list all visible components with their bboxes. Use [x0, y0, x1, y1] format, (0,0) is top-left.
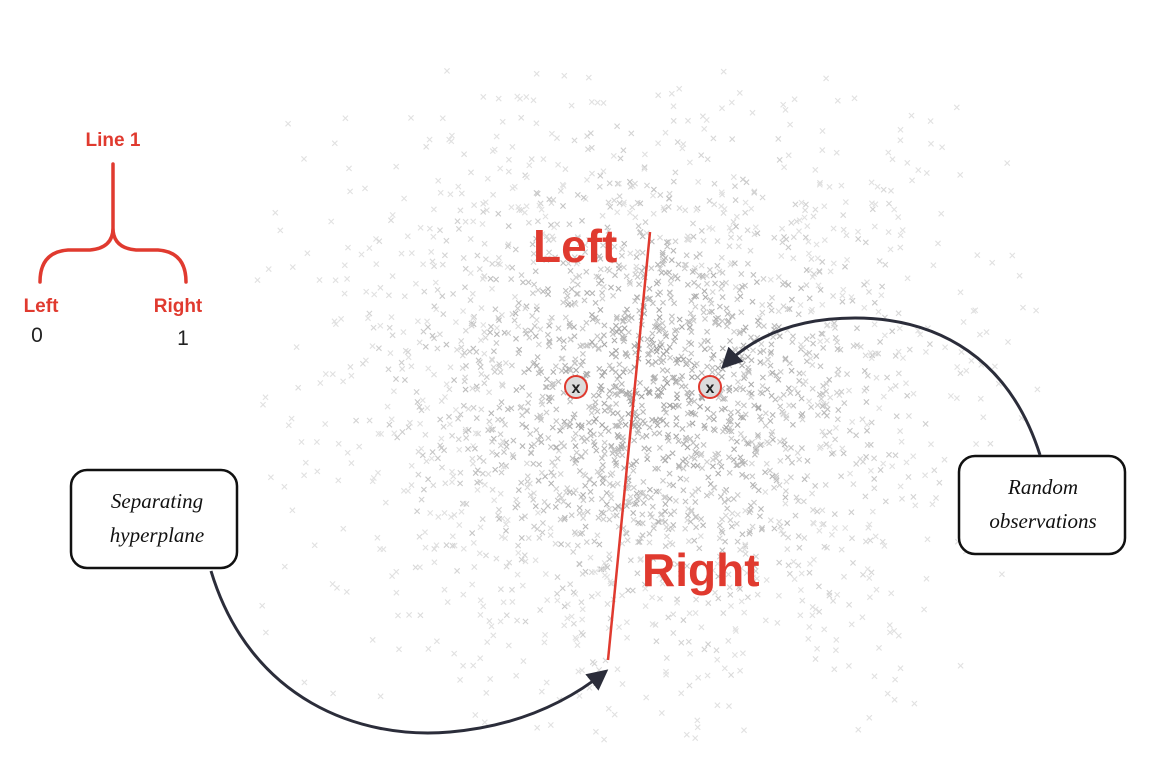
separating-hyperplane-callout: Separating hyperplane — [69, 468, 239, 570]
observation-marker-left: x — [564, 375, 588, 399]
callout-box — [957, 454, 1127, 556]
tree-split: Line 1 Left Right 0 1 — [24, 130, 203, 350]
tree-right-label: Right — [154, 296, 203, 317]
marker-glyph: x — [706, 380, 715, 397]
right-region-label: Right — [642, 544, 760, 596]
tree-left-value: 0 — [31, 324, 43, 347]
curved-arrow-icon — [209, 570, 609, 735]
callout-line-2: observations — [989, 509, 1096, 533]
marker-glyph: x — [572, 380, 581, 397]
left-region-label: Left — [533, 220, 617, 272]
tree-root-label: Line 1 — [86, 130, 141, 151]
callout-line-1: Separating — [111, 489, 203, 513]
callout-box — [69, 468, 239, 570]
scatter-cloud — [254, 67, 1041, 743]
circled-x-icon — [698, 375, 722, 399]
tree-brace — [38, 162, 188, 284]
circled-x-icon — [564, 375, 588, 399]
callout-line-1: Random — [1007, 475, 1078, 499]
tree-left-label: Left — [24, 296, 60, 317]
callout-line-2: hyperplane — [110, 523, 204, 547]
separating-hyperplane-line — [606, 231, 652, 661]
curved-arrow-icon — [721, 316, 1042, 456]
random-observations-callout: Random observations — [957, 454, 1127, 556]
tree-right-value: 1 — [177, 327, 189, 350]
observation-marker-right: x — [698, 375, 722, 399]
